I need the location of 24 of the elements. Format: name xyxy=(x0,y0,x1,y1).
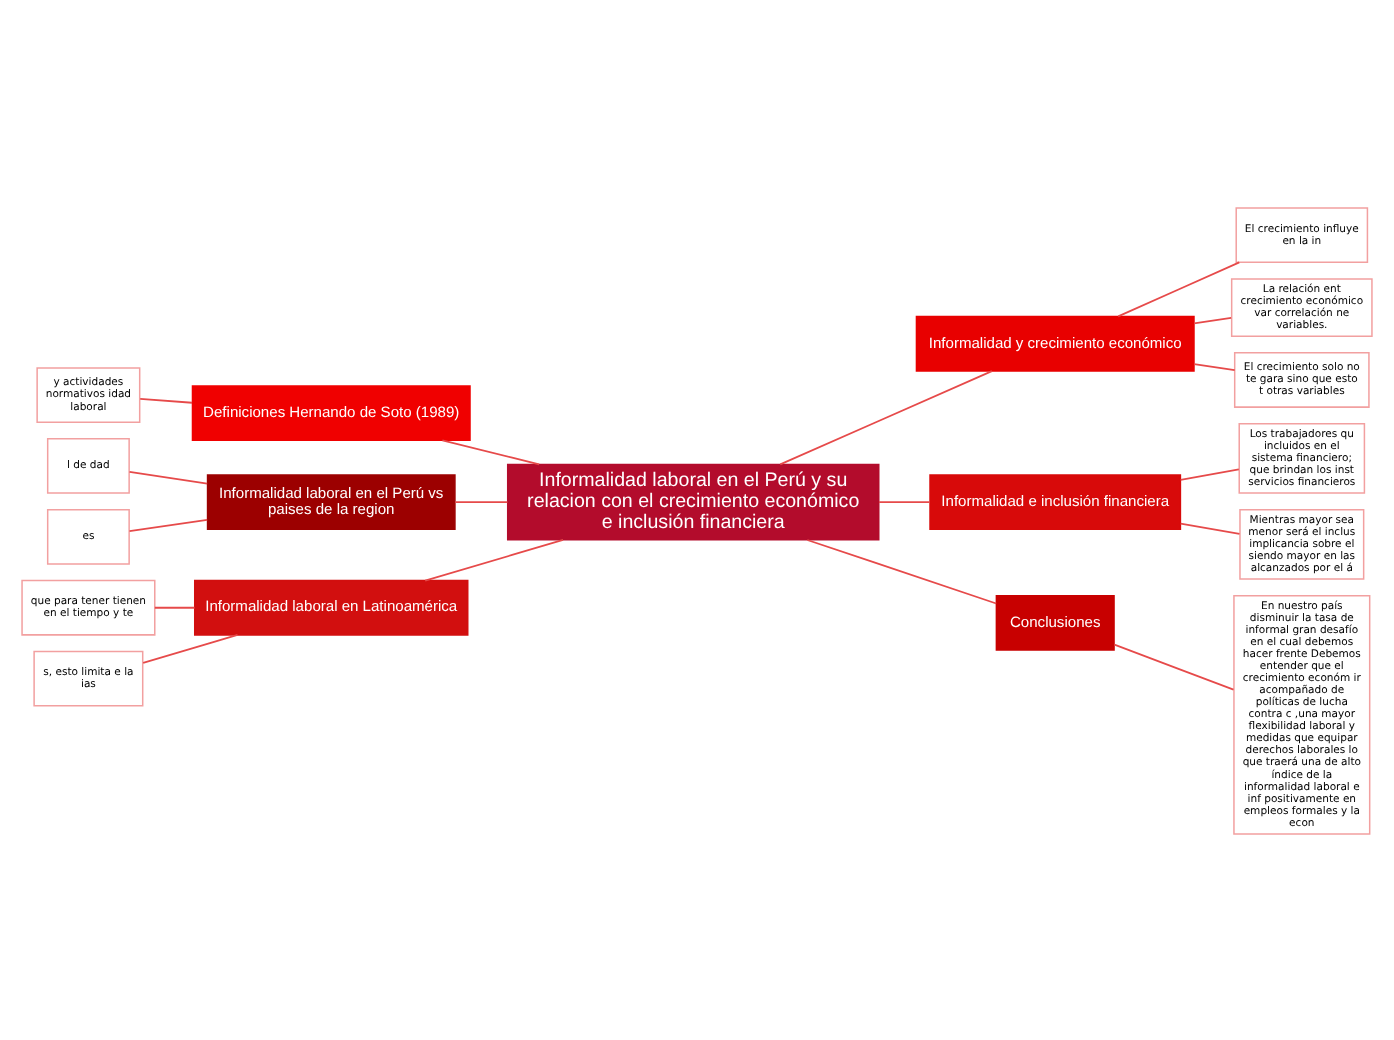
connector xyxy=(1113,642,1235,690)
connector xyxy=(441,438,541,465)
node-box: Informalidad laboral en el Perú y su relacion con el crecimiento económico e inclusión financiera xyxy=(506,462,880,540)
connector xyxy=(454,500,509,503)
connector xyxy=(153,605,196,608)
connector xyxy=(1179,467,1240,480)
connector xyxy=(139,396,193,403)
connector xyxy=(1179,521,1241,534)
node-box: Conclusiones xyxy=(995,593,1115,650)
connector xyxy=(1193,315,1232,324)
connector xyxy=(806,538,998,604)
connector xyxy=(128,517,209,531)
node-box: Informalidad y crecimiento económico xyxy=(915,314,1195,371)
connector xyxy=(779,369,993,465)
connector xyxy=(142,633,239,663)
node-box: Definiciones Hernando de Soto (1989) xyxy=(191,384,471,441)
node-box: Informalidad laboral en el Perú vs paises de la region xyxy=(206,473,456,530)
connector xyxy=(878,500,931,503)
connector xyxy=(1193,362,1236,371)
connector xyxy=(424,538,564,581)
connector xyxy=(128,470,209,484)
node-box: Informalidad e inclusión financiera xyxy=(929,473,1182,530)
node-box: Informalidad laboral en Latinoamérica xyxy=(194,578,469,635)
connector xyxy=(1117,260,1241,317)
